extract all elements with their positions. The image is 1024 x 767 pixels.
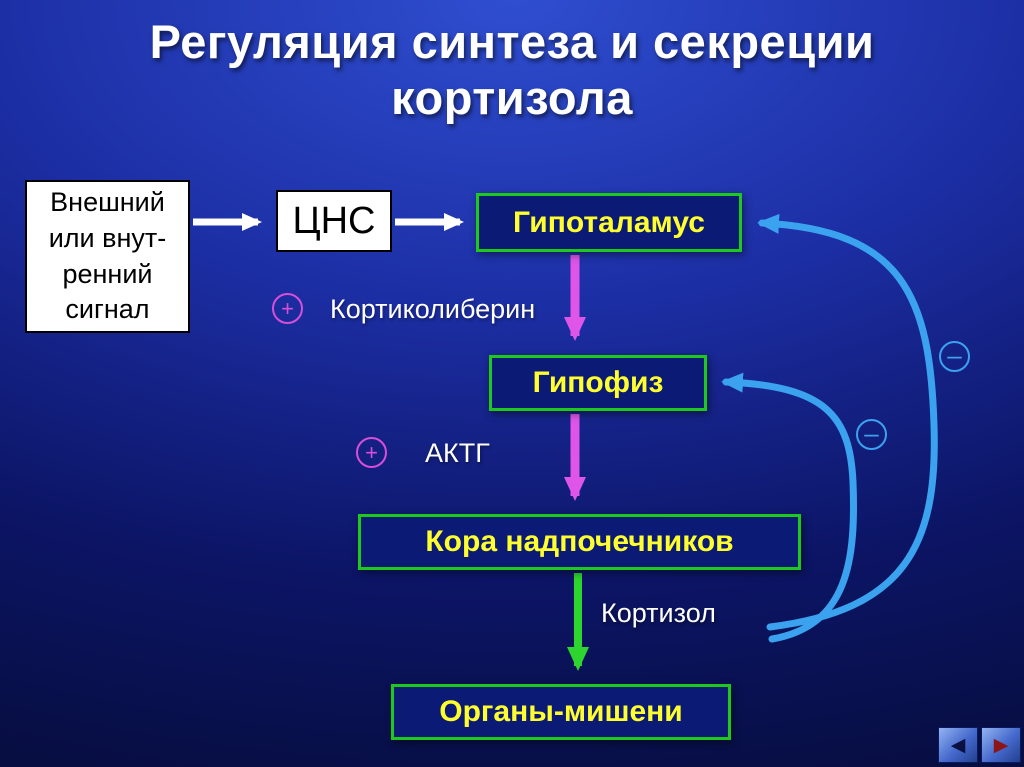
signal-line-2: или внут- [48,222,167,253]
plus-icon: + [365,439,378,465]
minus-sign-hypothalamus-feedback: – [939,341,970,372]
target-organs-label: Органы-мишени [439,695,683,728]
plus-sign-corticoliberin: + [272,293,303,324]
previous-arrow-icon: ◀ [950,734,966,756]
plus-sign-acth: + [356,437,387,468]
cns-label: ЦНС [292,199,376,242]
next-slide-button[interactable]: ▶ [981,727,1021,763]
slide-title: Регуляция синтеза и секреции кортизола [0,14,1024,127]
node-pituitary: Гипофиз [489,355,707,411]
node-hypothalamus: Гипоталамус [476,193,742,252]
cortisol-label: Кортизол [601,598,716,628]
feedback-arrow-to-hypothalamus [757,213,938,631]
node-cns: ЦНС [276,190,392,252]
node-adrenal-cortex: Кора надпочечников [358,514,801,570]
previous-slide-button[interactable]: ◀ [938,727,978,763]
title-line-2: кортизола [391,71,633,125]
minus-icon: – [864,418,879,448]
minus-sign-pituitary-feedback: – [856,419,887,450]
signal-line-4: сигнал [65,294,150,325]
feedback-arrow-to-pituitary [721,372,857,643]
external-signal-text: Внешний или внут- ренний сигнал [49,185,167,328]
slide-navigation: ◀ ▶ [938,727,1021,763]
acth-label: АКТГ [425,438,490,468]
node-external-signal: Внешний или внут- ренний сигнал [25,180,190,333]
title-line-1: Регуляция синтеза и секреции [149,15,875,68]
pituitary-label: Гипофиз [532,366,664,399]
plus-icon: + [281,295,294,321]
next-arrow-icon: ▶ [993,734,1009,756]
adrenal-cortex-label: Кора надпочечников [425,525,734,558]
node-target-organs: Органы-мишени [391,684,731,740]
signal-line-1: Внешний [50,187,165,218]
signal-line-3: ренний [62,258,153,289]
minus-icon: – [947,340,962,370]
corticoliberin-label: Кортиколиберин [330,294,536,324]
hypothalamus-label: Гипоталамус [513,205,705,239]
